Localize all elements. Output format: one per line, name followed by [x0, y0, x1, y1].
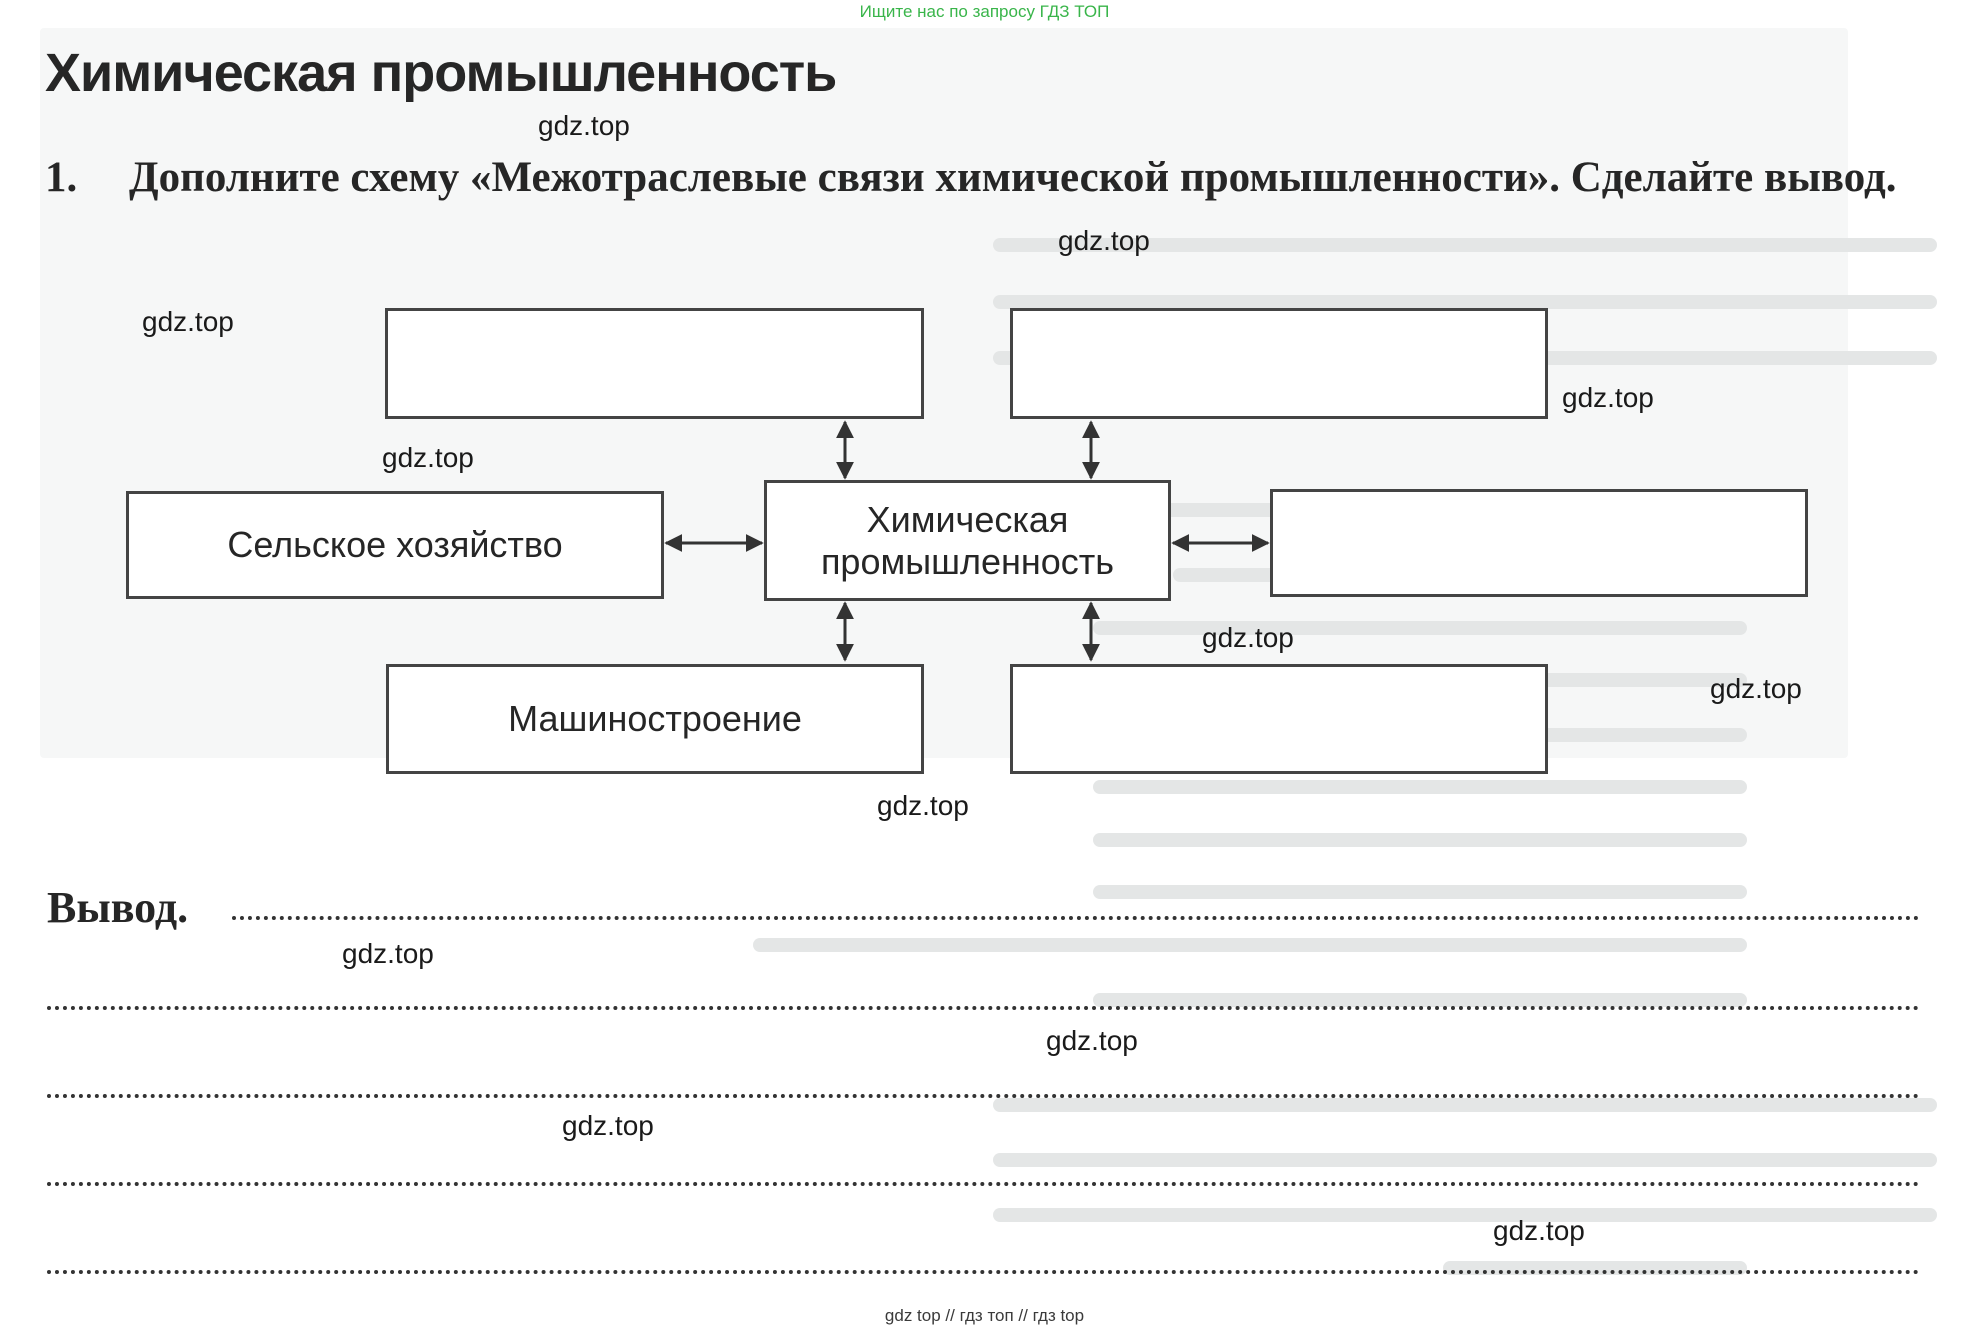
conclusion-label: Вывод.	[47, 883, 189, 932]
watermark: gdz.top	[1710, 673, 1802, 704]
box-machinery: Машиностроение	[386, 664, 924, 774]
box-empty-bottom-right[interactable]	[1010, 664, 1548, 774]
box-empty-top-right[interactable]	[1010, 308, 1548, 419]
answer-line-3[interactable]	[47, 1094, 1920, 1098]
answer-line-1[interactable]	[232, 916, 1920, 920]
watermark: gdz.top	[142, 306, 234, 337]
watermark: gdz.top	[1058, 225, 1150, 256]
box-agriculture: Сельское хозяйство	[126, 491, 664, 599]
page-title: Химическая промышленность	[45, 43, 837, 103]
watermark: gdz.top	[342, 938, 434, 969]
watermark: gdz.top	[877, 790, 969, 821]
watermark: gdz.top	[382, 442, 474, 473]
footer-watermark: gdz top // гдз топ // гдз top	[884, 1306, 1085, 1325]
watermark: gdz.top	[1202, 622, 1294, 653]
answer-line-4[interactable]	[47, 1182, 1920, 1186]
box-chemical-industry: Химическая промышленность	[764, 480, 1171, 601]
watermark: gdz.top	[562, 1110, 654, 1141]
watermark: gdz.top	[1493, 1215, 1585, 1246]
watermark: gdz.top	[1562, 382, 1654, 413]
answer-line-2[interactable]	[47, 1006, 1920, 1010]
watermark: gdz.top	[1046, 1025, 1138, 1056]
box-empty-top-left[interactable]	[385, 308, 924, 419]
top-banner: Ищите нас по запросу ГДЗ ТОП	[859, 2, 1110, 21]
watermark: gdz.top	[538, 110, 630, 141]
task-number: 1.	[45, 154, 78, 201]
task-text: Дополните схему «Межотраслевые связи хим…	[129, 154, 1897, 201]
answer-line-5[interactable]	[47, 1270, 1920, 1274]
box-empty-right[interactable]	[1270, 489, 1808, 597]
